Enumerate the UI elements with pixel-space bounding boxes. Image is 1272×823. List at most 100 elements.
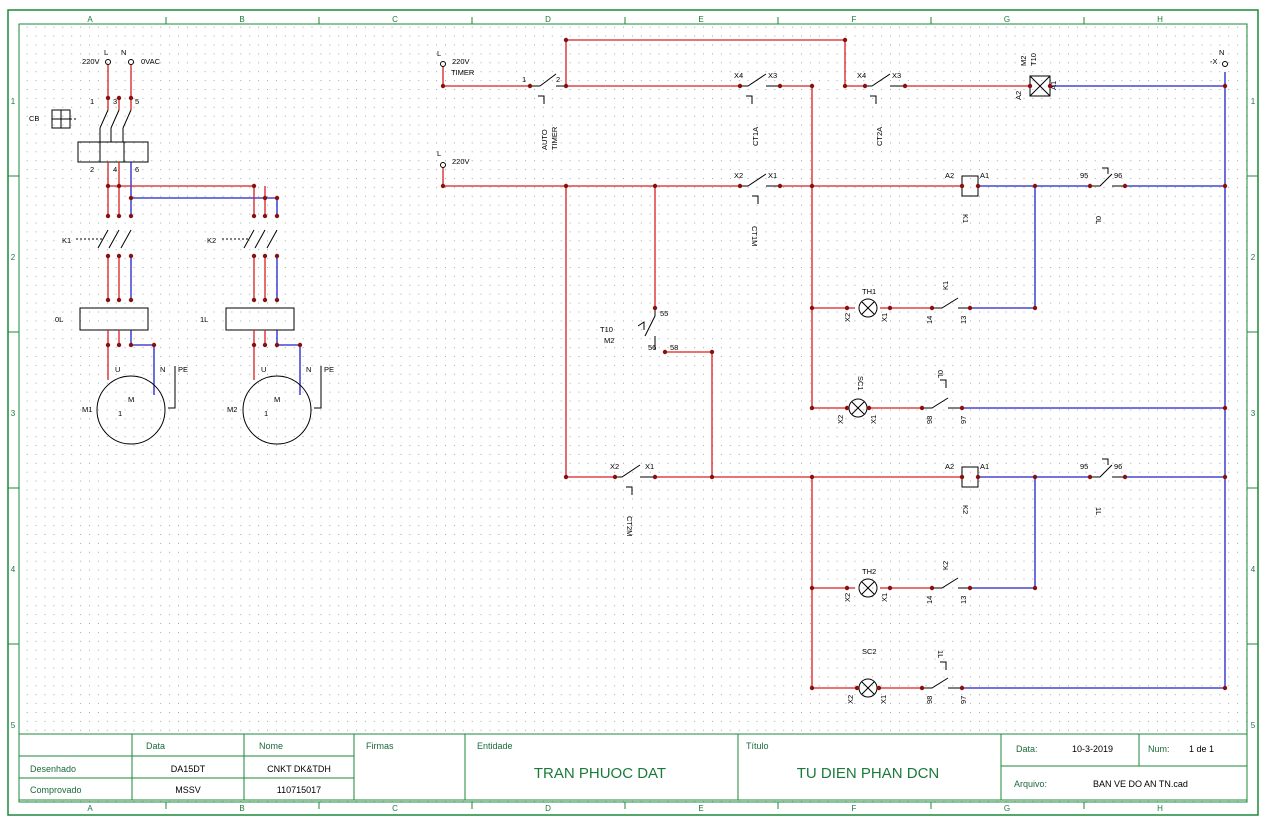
row-label-5-right: 5 xyxy=(1251,721,1256,730)
k2-contacts-icon xyxy=(222,229,278,249)
junction-dot xyxy=(959,474,965,480)
junction-dot xyxy=(262,342,268,348)
k2-nc-label: K2 xyxy=(941,561,950,570)
terminal-l xyxy=(105,59,111,65)
t10-timer-contact-icon xyxy=(637,308,656,350)
junction-dot xyxy=(116,95,122,101)
th1-x1: X1 xyxy=(880,313,889,322)
cb-label: CB xyxy=(29,114,39,123)
junction-dot xyxy=(844,405,850,411)
term-2: 2 xyxy=(90,165,94,174)
junction-dot xyxy=(862,83,868,89)
tb-firmas-header: Firmas xyxy=(366,741,394,751)
term-4: 4 xyxy=(113,165,117,174)
t10-m2-label: M2 xyxy=(1019,56,1028,66)
tb-arquivo-value: BAN VE DO AN TN.cad xyxy=(1093,779,1188,789)
ol0-label: 0L xyxy=(1094,216,1103,224)
ol0-no-label: 0L xyxy=(936,370,945,378)
t10-55: 55 xyxy=(660,309,668,318)
ctrl-terminal-1 xyxy=(440,61,446,67)
tb-nome-header: Nome xyxy=(259,741,283,751)
col-label-a-bottom: A xyxy=(87,804,93,813)
row-label-3-right: 3 xyxy=(1251,409,1256,418)
junction-dot xyxy=(709,349,715,355)
junction-dot xyxy=(1032,474,1038,480)
ruler-rows: 1 2 3 4 5 1 2 3 4 5 xyxy=(11,97,1256,730)
ct1a-x4: X4 xyxy=(734,71,743,80)
col-label-a-top: A xyxy=(87,15,93,24)
ctrl-220v-label-1: 220V xyxy=(452,57,470,66)
ol-1l-label: 1L xyxy=(200,315,208,324)
junction-dot xyxy=(1087,474,1093,480)
junction-dot xyxy=(251,253,257,259)
junction-dot xyxy=(105,183,111,189)
junction-dot xyxy=(274,213,280,219)
junction-dot xyxy=(842,37,848,43)
junction-dot xyxy=(809,474,815,480)
k1-label: K1 xyxy=(62,236,71,245)
supply-0vac-label: 0VAC xyxy=(141,57,161,66)
junction-dot xyxy=(1032,183,1038,189)
ct1m-x1: X1 xyxy=(768,171,777,180)
junction-dot xyxy=(652,183,658,189)
motor-m1-icon xyxy=(96,375,166,445)
junction-dot xyxy=(128,95,134,101)
m1-label: M1 xyxy=(82,405,92,414)
junction-dot xyxy=(262,253,268,259)
term-1: 1 xyxy=(90,97,94,106)
col-label-e-top: E xyxy=(698,15,703,24)
junction-dot xyxy=(1032,305,1038,311)
junction-dot xyxy=(959,183,965,189)
junction-dot xyxy=(902,83,908,89)
ruler-ticks xyxy=(8,17,1258,809)
junction-dot xyxy=(128,253,134,259)
col-label-b-bottom: B xyxy=(239,804,244,813)
junction-dot xyxy=(297,342,303,348)
control-circuit: L 220V TIMER N -X 1 2 AUTO TIMER X4 X3 C… xyxy=(437,39,1228,704)
auto-timer-label-2: TIMER xyxy=(550,126,559,150)
junction-dot xyxy=(1222,83,1228,89)
ct1m-label: CT1M xyxy=(750,226,759,246)
junction-dot xyxy=(919,405,925,411)
junction-dot xyxy=(866,405,872,411)
junction-dot xyxy=(527,83,533,89)
ct2m-switch-icon xyxy=(615,464,655,495)
junction-dot xyxy=(274,342,280,348)
ct1a-x3: X3 xyxy=(768,71,777,80)
m1-phase: 1 xyxy=(118,409,122,418)
ct2a-x3: X3 xyxy=(892,71,901,80)
junction-dot xyxy=(809,685,815,691)
junction-dot xyxy=(967,305,973,311)
ctrl-220v-label-2: 220V xyxy=(452,157,470,166)
t10-56: 56 xyxy=(648,343,656,352)
row-label-2-left: 2 xyxy=(11,253,16,262)
junction-dot xyxy=(975,183,981,189)
col-label-c-top: C xyxy=(392,15,398,24)
m2-motor-letter: M xyxy=(274,395,280,404)
junction-dot xyxy=(1222,474,1228,480)
auto-timer-switch-icon xyxy=(530,73,566,104)
m1-ground-icon xyxy=(168,366,176,409)
junction-dot xyxy=(151,342,157,348)
t10-contact-label: T10 xyxy=(600,325,613,334)
junction-dot xyxy=(563,183,569,189)
m1-motor-letter: M xyxy=(128,395,134,404)
ol1-98: 98 xyxy=(925,696,934,704)
junction-dot xyxy=(128,342,134,348)
k2-coil-a1: A1 xyxy=(980,462,989,471)
tb-desenhado-data: DA15DT xyxy=(171,764,206,774)
sc2-x1: X1 xyxy=(879,695,888,704)
col-label-h-bottom: H xyxy=(1157,804,1163,813)
ct2a-label: CT2A xyxy=(875,127,884,146)
ct2a-x4: X4 xyxy=(857,71,866,80)
junction-dot xyxy=(612,474,618,480)
junction-dot xyxy=(809,183,815,189)
junction-dot xyxy=(1222,405,1228,411)
ol1-label: 1L xyxy=(1094,507,1103,515)
terminal-n xyxy=(128,59,134,65)
ctrl-l2-label: L xyxy=(437,149,441,158)
junction-dot xyxy=(1032,585,1038,591)
m2-u-label: U xyxy=(261,365,266,374)
t10-contact-m2: M2 xyxy=(604,336,614,345)
